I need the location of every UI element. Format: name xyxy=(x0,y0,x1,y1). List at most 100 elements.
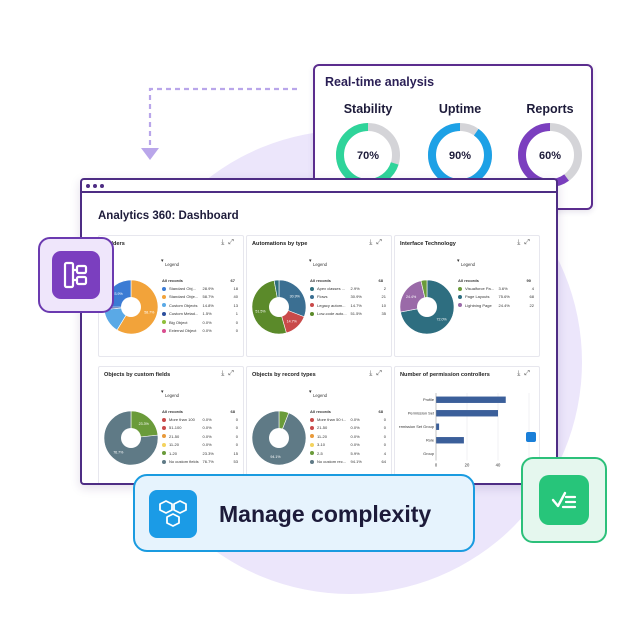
legend-item[interactable]: Apex classes ...2.9%2 xyxy=(310,284,386,292)
legend-name: Custom Objects xyxy=(169,302,198,308)
checklist-icon xyxy=(539,475,589,525)
gauge-label: Stability xyxy=(343,102,393,116)
chart-panel: Interface Technology⤓⤢Legend72.0%24.4%Al… xyxy=(394,235,540,357)
legend-item[interactable]: More than 50 t...0.0%0 xyxy=(310,415,386,423)
legend-header-count: 68 xyxy=(230,408,235,414)
legend-toggle[interactable]: Legend xyxy=(457,258,475,267)
expand-icon[interactable]: ⤢ xyxy=(376,239,386,246)
legend-pct: 94.1% xyxy=(350,459,362,465)
legend-name: Apex classes ... xyxy=(317,286,346,292)
download-icon[interactable]: ⤓ xyxy=(517,370,525,377)
legend-swatch xyxy=(162,442,166,447)
x-tick-label: 20 xyxy=(465,463,470,468)
chat-icon[interactable] xyxy=(526,432,536,442)
legend-item[interactable]: Low-code auto...51.5%35 xyxy=(310,310,386,318)
legend-swatch xyxy=(458,303,462,308)
legend-item[interactable]: Custom Metad...1.5%1 xyxy=(162,310,238,318)
legend-pct: 5.9% xyxy=(350,450,360,456)
legend-count: 1 xyxy=(235,311,238,317)
download-icon[interactable]: ⤓ xyxy=(221,370,229,377)
legend-toggle[interactable]: Legend xyxy=(309,258,327,267)
download-icon[interactable]: ⤓ xyxy=(369,239,377,246)
legend-count: 22 xyxy=(529,302,534,308)
legend-name: Standard Obj... xyxy=(169,286,196,292)
panel-actions: ⤓⤢ xyxy=(517,370,534,378)
legend-name: No custom rec... xyxy=(317,459,347,465)
legend-pct: 14.8% xyxy=(202,302,214,308)
legend-swatch xyxy=(310,311,314,316)
panel-actions: ⤓⤢ xyxy=(221,370,238,378)
legend-swatch xyxy=(162,286,166,291)
legend-item[interactable]: Standard Obje...58.7%40 xyxy=(162,293,238,301)
legend-swatch xyxy=(310,451,314,456)
donut-hole xyxy=(121,428,141,448)
legend-pct: 0.0% xyxy=(202,433,212,439)
download-icon[interactable]: ⤓ xyxy=(221,239,229,246)
download-icon[interactable]: ⤓ xyxy=(517,239,525,246)
gauge-label: Reports xyxy=(526,102,574,116)
slice-label: 30.9% xyxy=(290,295,301,299)
legend-toggle[interactable]: Legend xyxy=(309,389,327,398)
legend-item[interactable]: Standard Obj...28.9%18 xyxy=(162,284,238,292)
legend-count: 0 xyxy=(383,442,386,448)
legend-name: Visualforce Pa... xyxy=(465,286,495,292)
expand-icon[interactable]: ⤢ xyxy=(228,370,238,377)
legend-toggle[interactable]: Legend xyxy=(161,389,179,398)
download-icon[interactable]: ⤓ xyxy=(369,370,377,377)
window-dot[interactable] xyxy=(86,183,90,188)
donut-hole xyxy=(417,297,437,317)
legend-count: 0 xyxy=(235,328,238,334)
window-dot[interactable] xyxy=(93,183,97,188)
slice-label: 76.7% xyxy=(113,450,124,454)
gauge-label: Uptime xyxy=(438,102,482,116)
legend-name: 1-20 xyxy=(169,450,178,456)
realtime-title: Real-time analysis xyxy=(325,75,435,89)
legend-item[interactable]: Legacy autom...14.7%10 xyxy=(310,301,386,309)
legend-pct: 1.5% xyxy=(202,311,212,317)
expand-icon[interactable]: ⤢ xyxy=(376,370,386,377)
bar xyxy=(436,423,440,430)
expand-icon[interactable]: ⤢ xyxy=(524,370,534,377)
legend-item[interactable]: Visualforce Pa...3.6%4 xyxy=(458,284,534,292)
legend-pct: 0.0% xyxy=(350,425,360,431)
legend-swatch xyxy=(162,417,166,422)
expand-icon[interactable]: ⤢ xyxy=(524,239,534,246)
legend-header-label: All records xyxy=(310,408,331,414)
legend-pct: 76.7% xyxy=(202,459,214,465)
legend-swatch xyxy=(162,451,166,456)
slice-label: 23.9% xyxy=(112,292,123,296)
expand-icon[interactable]: ⤢ xyxy=(228,239,238,246)
legend-name: Legacy autom... xyxy=(317,302,346,308)
legend-pct: 3.6% xyxy=(498,286,508,292)
window-dot[interactable] xyxy=(100,183,104,188)
legend-pct: 0.0% xyxy=(202,425,212,431)
legend-count: 21 xyxy=(381,294,386,300)
legend-count: 53 xyxy=(233,459,238,465)
slice-label: 72.0% xyxy=(437,317,448,321)
legend-name: 21-50 xyxy=(317,425,328,431)
legend-item[interactable]: No custom rec...94.1%64 xyxy=(310,457,386,465)
legend-swatch xyxy=(162,294,166,299)
legend-pct: 0.0% xyxy=(350,417,360,423)
legend-toggle[interactable]: Legend xyxy=(161,258,179,267)
legend-name: Standard Obje... xyxy=(169,294,199,300)
legend-count: 35 xyxy=(381,311,386,317)
legend-pct: 51.5% xyxy=(350,311,362,317)
